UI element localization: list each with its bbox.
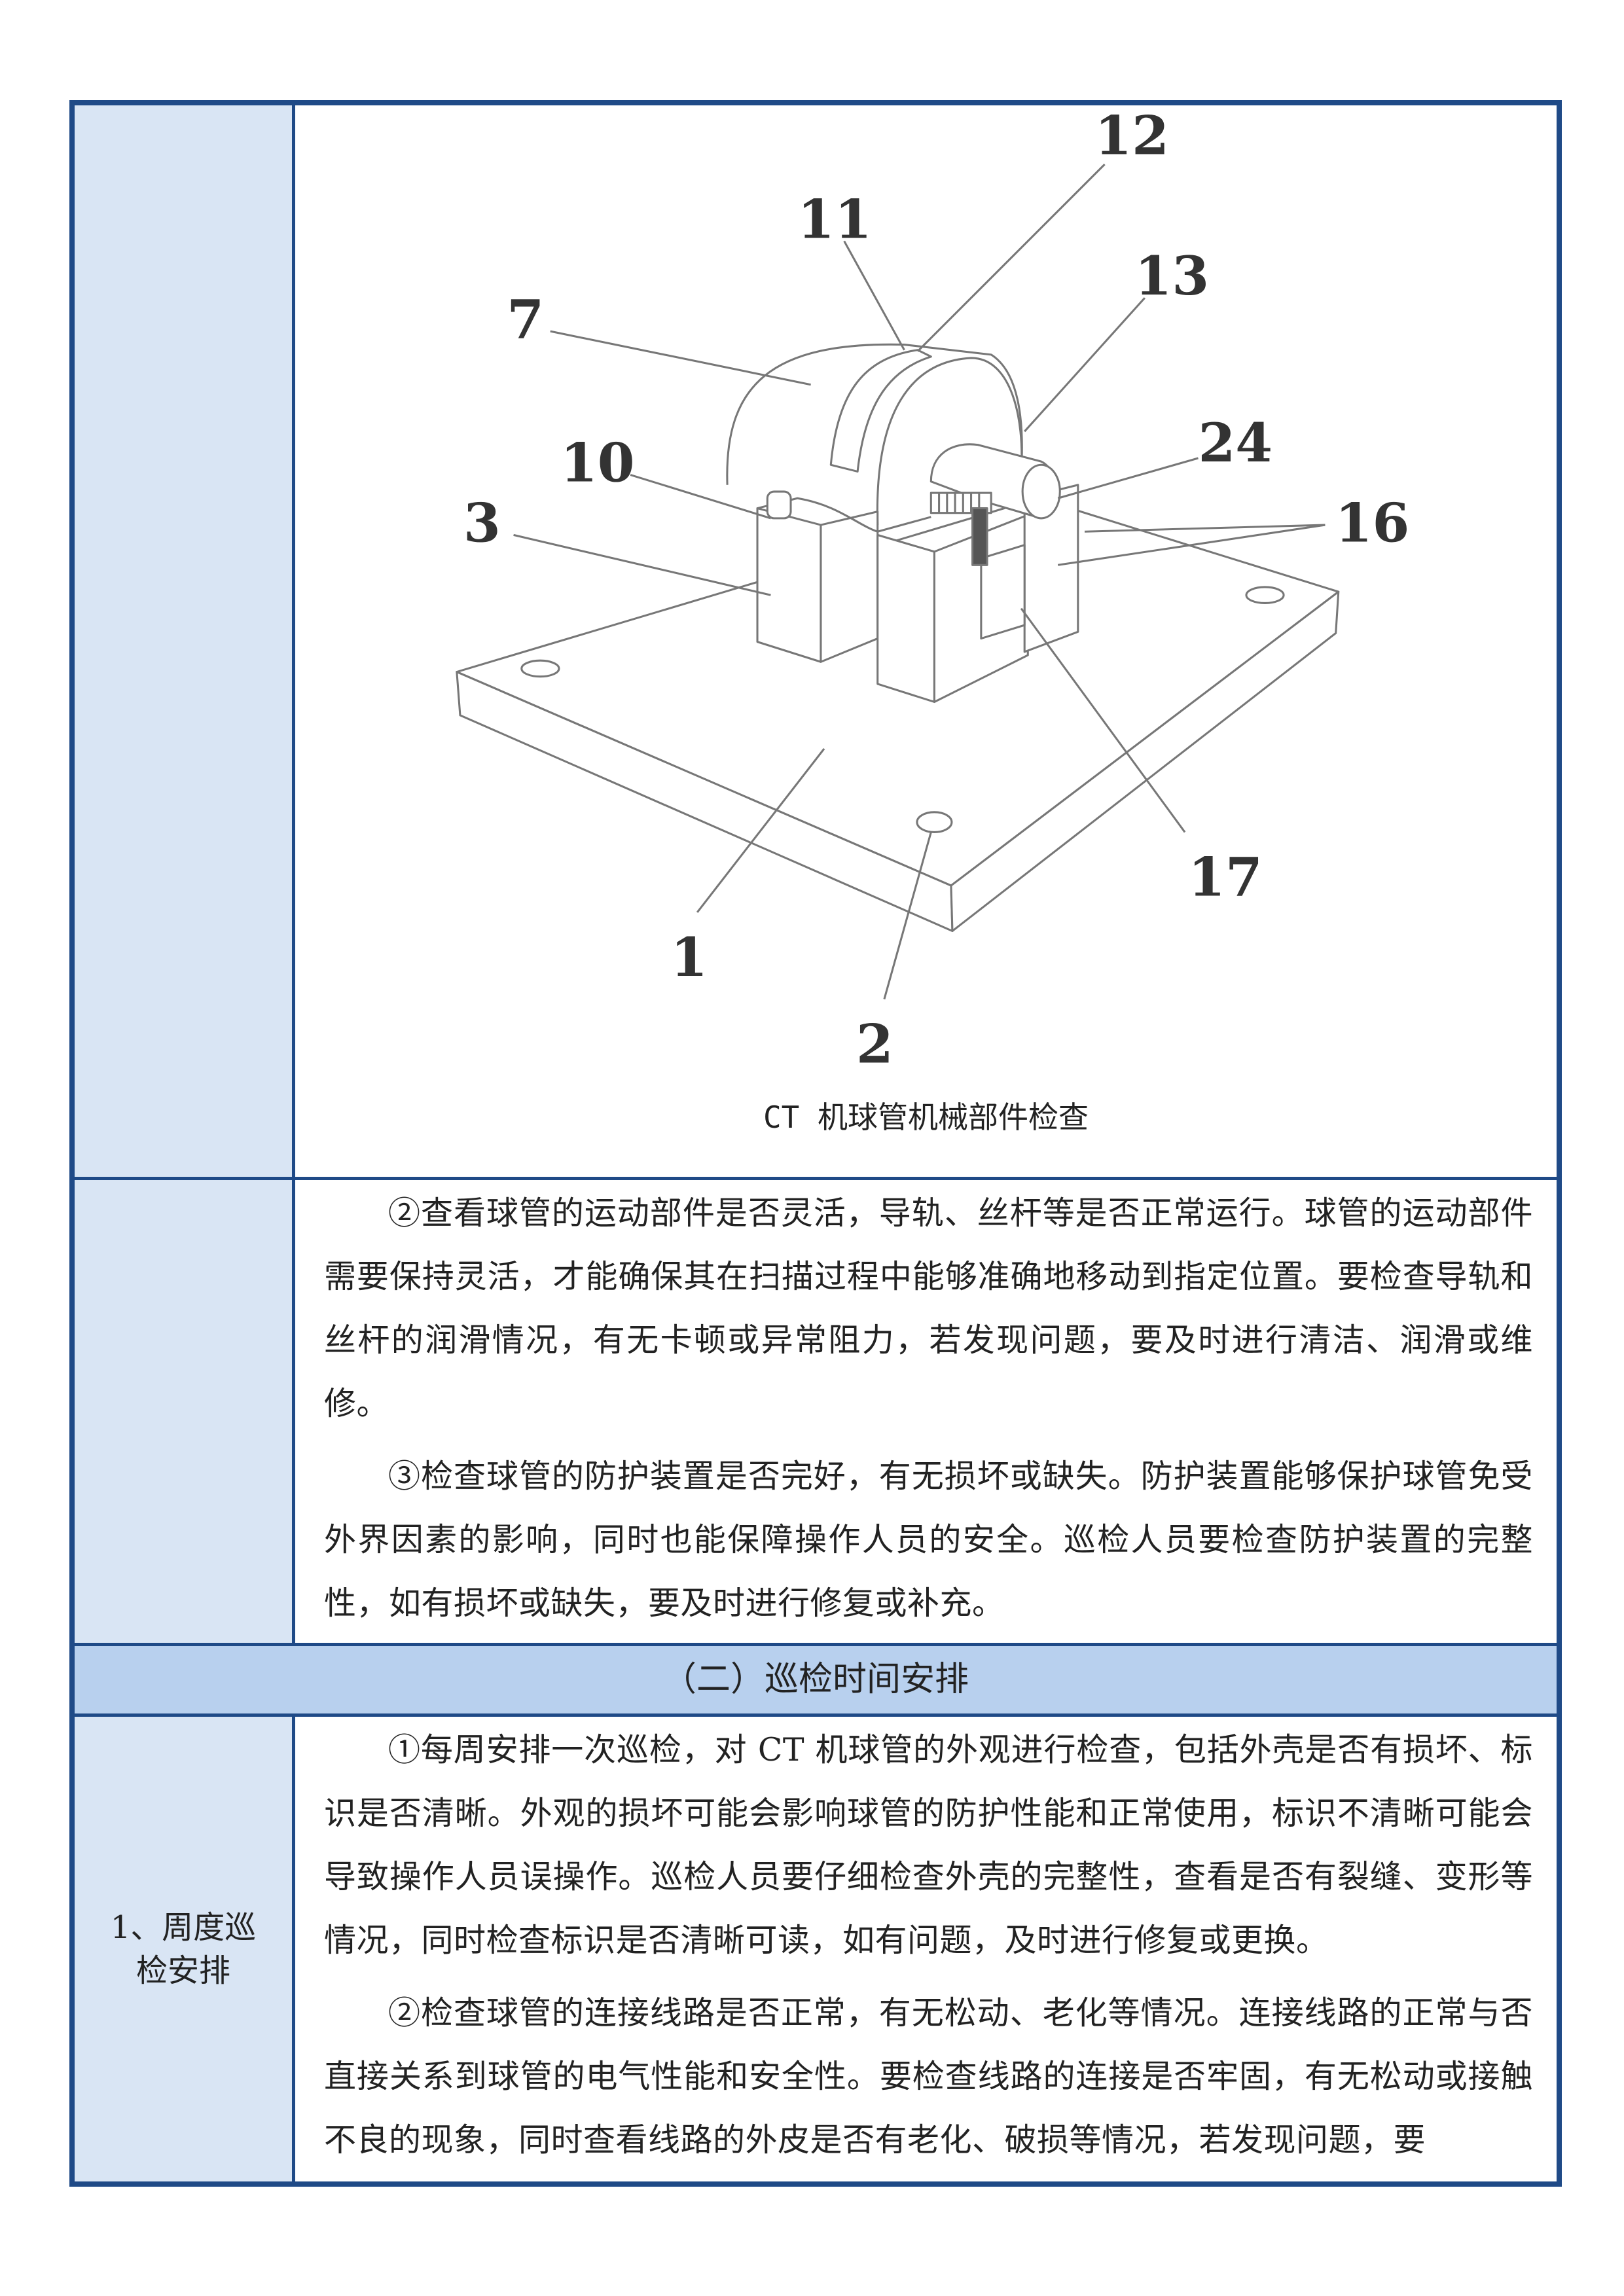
mount-hole — [520, 659, 560, 678]
slot-17 — [980, 544, 1026, 640]
inspection-text-cell: ②查看球管的运动部件是否灵活，导轨、丝杆等是否正常运行。球管的运动部件需要保持灵… — [295, 1180, 1557, 1643]
label-2: 2 — [856, 1013, 893, 1075]
row-divider — [75, 1713, 1557, 1717]
left-support-side — [820, 511, 879, 663]
inspection-table: 7 11 12 13 24 16 17 10 3 1 2 CT 机球管机械部件检… — [69, 100, 1562, 2187]
figure-row: 7 11 12 13 24 16 17 10 3 1 2 CT 机球管机械部件检… — [75, 105, 1557, 1177]
screw — [971, 507, 988, 566]
center-block-front — [876, 533, 935, 704]
saddle-cutout — [757, 497, 931, 533]
paragraph: ③检查球管的防护装置是否完好，有无损坏或缺失。防护装置能够保护球管免受外界因素的… — [324, 1458, 1533, 1622]
paragraph: ②检查球管的连接线路是否正常，有无松动、老化等情况。连接线路的正常与否直接关系到… — [324, 1994, 1533, 2159]
mount-hole — [1245, 586, 1285, 604]
figure-cell: 7 11 12 13 24 16 17 10 3 1 2 CT 机球管机械部件检… — [295, 105, 1557, 1177]
label-24: 24 — [1198, 412, 1272, 475]
tube-slot — [829, 349, 932, 473]
label-17: 17 — [1188, 846, 1263, 908]
section-heading: （二）巡检时间安排 — [75, 1646, 1557, 1713]
base-plate-side — [950, 590, 1340, 933]
gear-teeth — [938, 493, 981, 513]
label-1: 1 — [670, 926, 708, 989]
label-10: 10 — [560, 432, 635, 495]
pin — [766, 490, 792, 520]
label-16: 16 — [1335, 492, 1410, 555]
label-7: 7 — [507, 288, 544, 351]
ct-tube-mechanism-diagram: 7 11 12 13 24 16 17 10 3 1 2 — [456, 105, 1410, 1075]
paragraph: ①每周安排一次巡检，对 CT 机球管的外观进行检查，包括外壳是否有损坏、标识是否… — [324, 1731, 1533, 1959]
row-divider — [75, 1177, 1557, 1180]
left-support-block — [756, 507, 822, 663]
label-3: 3 — [463, 492, 501, 555]
row-label: 1、周度巡检安排 — [110, 1909, 257, 1989]
weekly-schedule-row: 1、周度巡检安排 ①每周安排一次巡检，对 CT 机球管的外观进行检查，包括外壳是… — [75, 1717, 1557, 2181]
mount-hole — [916, 811, 953, 833]
label-13: 13 — [1135, 245, 1210, 308]
left-column-cell — [75, 1180, 295, 1643]
figure-caption: CT 机球管机械部件检查 — [763, 1100, 1089, 1135]
label-12: 12 — [1094, 105, 1169, 168]
leader-lines — [513, 163, 1326, 999]
left-column-cell — [75, 105, 295, 1177]
row-divider — [75, 1643, 1557, 1646]
paragraph: ②查看球管的运动部件是否灵活，导轨、丝杆等是否正常运行。球管的运动部件需要保持灵… — [324, 1194, 1533, 1422]
weekly-schedule-text-cell: ①每周安排一次巡检，对 CT 机球管的外观进行检查，包括外壳是否有损坏、标识是否… — [295, 1717, 1557, 2181]
label-11: 11 — [797, 188, 872, 251]
shaft-end — [1021, 463, 1061, 520]
inspection-text-row: ②查看球管的运动部件是否灵活，导轨、丝杆等是否正常运行。球管的运动部件需要保持灵… — [75, 1180, 1557, 1643]
row-label-cell: 1、周度巡检安排 — [75, 1717, 295, 2181]
